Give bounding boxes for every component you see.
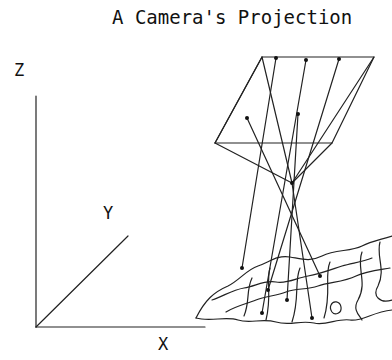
image-points — [240, 56, 341, 320]
x-axis — [36, 326, 205, 327]
y-axis — [36, 236, 128, 327]
projection-rays — [242, 58, 339, 318]
axis-label: X — [158, 334, 168, 354]
axis-label: Y — [103, 203, 113, 223]
axis-label: Z — [14, 60, 24, 80]
diagram-title: A Camera's Projection — [112, 6, 352, 28]
z-axis — [35, 96, 36, 327]
terrain-surface — [196, 236, 392, 324]
